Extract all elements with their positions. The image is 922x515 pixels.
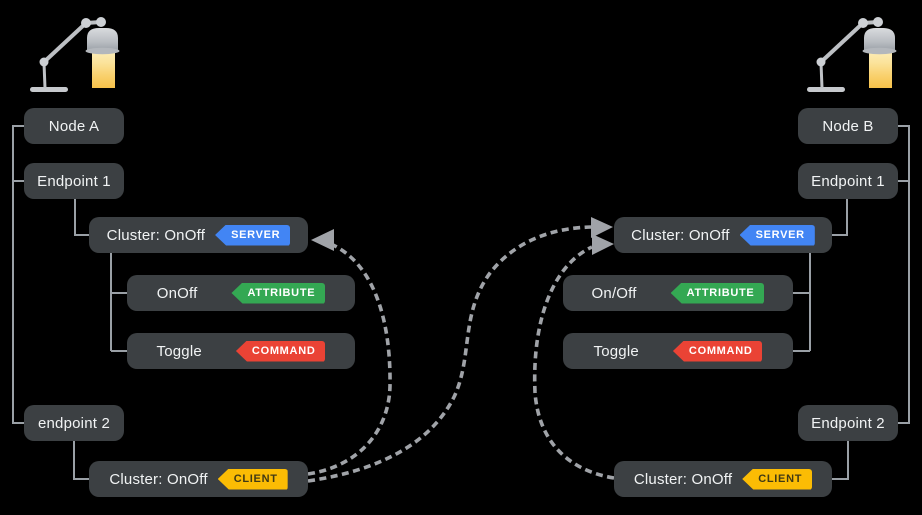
node-a-server-cluster-box: Cluster: OnOff SERVER bbox=[89, 217, 308, 253]
node-a-box: Node A bbox=[24, 108, 124, 144]
server-badge: SERVER bbox=[215, 224, 291, 246]
interaction-arrows bbox=[307, 225, 615, 483]
node-b-client-cluster-box: Cluster: OnOff CLIENT bbox=[614, 461, 832, 497]
arrowhead-into-server-b-lower bbox=[592, 234, 614, 255]
endpoint2-label: Endpoint 2 bbox=[811, 414, 885, 432]
desk-lamp-icon bbox=[28, 15, 122, 94]
client-badge: CLIENT bbox=[742, 468, 813, 490]
server-cluster-label: Cluster: OnOff bbox=[106, 226, 206, 244]
desk-lamp-icon bbox=[805, 15, 899, 94]
node-a-attribute-box: OnOff ATTRIBUTE bbox=[127, 275, 355, 311]
command-badge: COMMAND bbox=[672, 340, 763, 362]
node-b-command-box: Toggle COMMAND bbox=[563, 333, 793, 369]
server-cluster-label: Cluster: OnOff bbox=[631, 226, 730, 244]
server-badge: SERVER bbox=[739, 224, 815, 246]
arrowhead-into-server-a bbox=[311, 229, 334, 251]
node-b-endpoint2-box: Endpoint 2 bbox=[798, 405, 898, 441]
command-label: Toggle bbox=[593, 342, 639, 360]
endpoint2-label: endpoint 2 bbox=[37, 414, 111, 432]
client-badge: CLIENT bbox=[217, 468, 288, 490]
arrowhead-into-server-b-upper bbox=[591, 217, 613, 238]
arrowheads bbox=[311, 217, 614, 255]
client-cluster-label: Cluster: OnOff bbox=[109, 470, 208, 488]
node-b-label: Node B bbox=[822, 117, 874, 135]
attribute-badge: ATTRIBUTE bbox=[670, 282, 765, 304]
arrow-client-a-to-server-a bbox=[307, 243, 392, 476]
command-label: Toggle bbox=[156, 342, 202, 360]
node-b-server-cluster-box: Cluster: OnOff SERVER bbox=[614, 217, 832, 253]
node-a-command-box: Toggle COMMAND bbox=[127, 333, 355, 369]
command-badge: COMMAND bbox=[235, 340, 326, 362]
node-a-endpoint1-box: Endpoint 1 bbox=[24, 163, 124, 199]
endpoint1-label: Endpoint 1 bbox=[37, 172, 111, 190]
client-cluster-label: Cluster: OnOff bbox=[633, 470, 733, 488]
node-b-endpoint1-box: Endpoint 1 bbox=[798, 163, 898, 199]
arrow-client-a-to-server-b bbox=[307, 225, 592, 483]
attribute-badge: ATTRIBUTE bbox=[231, 282, 326, 304]
tree-connectors-left bbox=[12, 125, 127, 480]
tree-connectors-right bbox=[793, 125, 910, 480]
endpoint1-label: Endpoint 1 bbox=[811, 172, 885, 190]
node-a-label: Node A bbox=[48, 117, 100, 135]
node-b-attribute-box: On/Off ATTRIBUTE bbox=[563, 275, 793, 311]
arrow-client-b-to-server-b bbox=[532, 245, 615, 480]
attribute-label: OnOff bbox=[156, 284, 198, 302]
node-a-client-cluster-box: Cluster: OnOff CLIENT bbox=[89, 461, 308, 497]
node-b-box: Node B bbox=[798, 108, 898, 144]
node-a-endpoint2-box: endpoint 2 bbox=[24, 405, 124, 441]
attribute-label: On/Off bbox=[591, 284, 637, 302]
